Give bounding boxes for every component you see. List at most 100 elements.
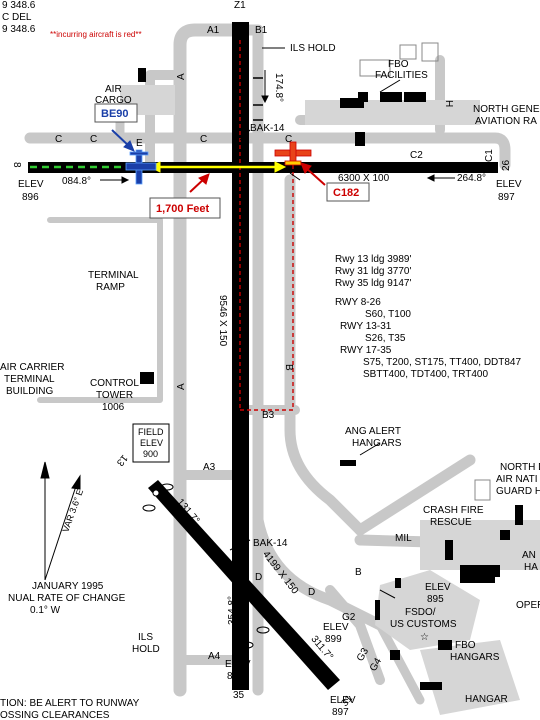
be90-label: BE90 (101, 108, 129, 120)
fsdo-1: FSDO/ (405, 607, 436, 618)
ang-alert-2: HANGARS (352, 438, 402, 449)
field-elev-1: FIELD (138, 427, 164, 437)
fbo-hangars-1: FBO (455, 640, 476, 651)
hdg-17: 174.8° (273, 73, 284, 102)
be90-box (94, 103, 138, 123)
ldg-line-3: Rwy 35 ldg 9147' (335, 278, 411, 289)
twy-h: H (443, 100, 454, 107)
taxiway-air-cargo (145, 70, 185, 143)
dims-8-26: 6300 X 100 (338, 173, 390, 184)
ldg-line-1: Rwy 13 ldg 3989' (335, 254, 411, 265)
twy-a1: A1 (207, 25, 220, 36)
twy-b3: B3 (262, 410, 275, 421)
terminal-ramp-1: TERMINAL (88, 270, 139, 281)
twy-a-1: A (176, 73, 187, 80)
elev-899-2: 899 (325, 634, 342, 645)
elev-898-1: ELEV (225, 659, 251, 670)
strength-val-2: S26, T35 (365, 333, 406, 344)
taxiway-ang (354, 454, 476, 536)
field-elev-box (132, 423, 170, 463)
taxiway-c (24, 132, 511, 171)
bak-markers (142, 483, 270, 649)
bak-14-top: BAK-14 (250, 123, 285, 134)
hdg-35: 354.8° (227, 596, 238, 625)
air-cargo-1: AIR (105, 84, 122, 95)
taxiway-b-east (284, 174, 366, 536)
strength-title-3: RWY 17-35 (340, 345, 392, 356)
caution-1: TION: BE ALERT TO RUNWAY (0, 698, 140, 709)
twy-c-2: C (90, 134, 97, 145)
elev-e-2: 897 (498, 192, 515, 203)
elev-898-2: 898 (227, 671, 244, 682)
twy-b-1: B (355, 567, 362, 578)
twy-d-1: D (308, 587, 315, 598)
north-dakota-1: NORTH D (500, 462, 540, 473)
freq-line-1: 9 348.6 (2, 0, 36, 11)
twy-b1: B1 (255, 25, 268, 36)
twy-g2: G2 (342, 612, 356, 623)
twy-d-2: D (255, 572, 262, 583)
var-label: VAR 3.6° E (60, 488, 85, 534)
elev-897b-2: 897 (332, 707, 349, 718)
twy-b-2: B (283, 364, 294, 371)
bak-14-bottom: BAK-14 (253, 538, 288, 549)
air-carrier-3: BUILDING (6, 386, 53, 397)
strength-val-3: S75, T200, ST175, TT400, DDT847 (363, 357, 521, 368)
oper-label: OPER (516, 600, 540, 611)
freq-line-3: 9 348.6 (2, 24, 36, 35)
hdg-arrows (100, 70, 455, 184)
ils-hold-top: ILS HOLD (290, 43, 336, 54)
elev-w-2: 896 (22, 192, 39, 203)
caution-2: OSSING CLEARANCES (0, 710, 110, 720)
strength-title-1: RWY 8-26 (335, 297, 381, 308)
elev-897b-1: ELEV (330, 695, 356, 706)
freq-line-2: C DEL (2, 12, 32, 23)
air-carrier-1: AIR CARRIER (0, 362, 64, 373)
taxiway-a (173, 23, 247, 697)
hangar-label: HANGAR (465, 694, 508, 705)
air-cargo-2: CARGO (95, 95, 132, 106)
rwy-13-end: 13 (114, 452, 130, 468)
ils-hold-bottom-2: HOLD (132, 644, 160, 655)
fbo-facilities-2: FACILITIES (375, 70, 428, 81)
field-elev-3: 900 (143, 449, 158, 459)
fsdo-2: US CUSTOMS (390, 619, 457, 630)
distance-box (149, 197, 221, 219)
twy-a-2: A (176, 383, 187, 390)
strength-title-2: RWY 13-31 (340, 321, 392, 332)
twy-e: E (136, 138, 143, 149)
an-label-1: AN (522, 550, 536, 561)
hdg-26: 264.8° (457, 173, 486, 184)
ils-hold-bottom-1: ILS (138, 632, 153, 643)
red-pointer-arrow (300, 162, 326, 186)
rwy-35-end: 35 (233, 690, 245, 701)
dims-13-31: 4199 X 150 (260, 549, 300, 596)
elev-e-1: ELEV (496, 179, 522, 190)
red-aircraft[interactable] (274, 141, 312, 166)
ang-alert-1: ANG ALERT (345, 426, 401, 437)
dims-17-35: 9546 X 150 (217, 295, 228, 347)
rwy-8-end: 8 (11, 162, 22, 168)
rwy-26-end: 26 (501, 159, 512, 171)
twy-c-1: C (55, 134, 62, 145)
blue-aircraft[interactable] (125, 149, 157, 185)
control-tower-3: 1006 (102, 402, 125, 413)
taxiway-g (325, 585, 385, 685)
blue-pointer-arrow (111, 129, 135, 152)
january-1: JANUARY 1995 (32, 581, 104, 592)
c182-box (326, 182, 370, 202)
crash-fire-1: CRASH FIRE (423, 505, 484, 516)
twy-c1: C1 (484, 149, 495, 162)
elev-895-2: 895 (427, 594, 444, 605)
rwy-17-end: Z1 (234, 0, 246, 11)
mil-label: MIL (395, 533, 412, 544)
ldg-line-2: Rwy 31 ldg 3770' (335, 266, 411, 277)
twy-a3: A3 (203, 462, 216, 473)
elev-w-1: ELEV (18, 179, 44, 190)
hold-bars (253, 77, 263, 121)
incoming-note: **incurring aircraft is red** (50, 30, 142, 39)
an-label-2: HA (524, 562, 538, 573)
runway-13-31 (148, 480, 340, 690)
fbo-outline-buildings (359, 42, 491, 501)
buildings (138, 68, 523, 690)
